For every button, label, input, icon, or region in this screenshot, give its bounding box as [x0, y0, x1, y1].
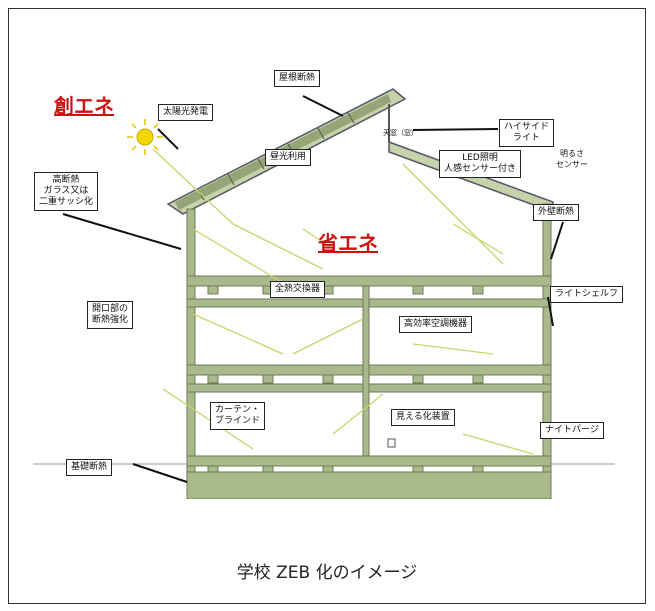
label-visualize: 見える化装置	[391, 409, 455, 426]
foundation	[186, 471, 552, 499]
label-opening-line1: 開口部の	[92, 304, 129, 314]
label-opening-line2: 断熱強化	[92, 315, 129, 325]
label-high-side-light: ハイサイド ライト	[499, 119, 554, 147]
label-wall-insulation: 外壁断熱	[533, 204, 580, 221]
label-opening-insulation: 開口部の 断熱強化	[87, 301, 134, 329]
figure-caption: 学校 ZEB 化のイメージ	[236, 563, 418, 583]
create-energy-headline: 創エネ	[54, 94, 114, 118]
label-light-guide: 昼光利用	[265, 149, 312, 166]
label-daylight-sensor: 明るさ センサー	[552, 146, 592, 172]
partition	[362, 285, 370, 457]
leader-lines	[62, 95, 574, 483]
beams	[207, 285, 484, 473]
label-curtain-blind: カーテン・ ブラインド	[210, 402, 266, 430]
label-hvac: 高効率空調機器	[399, 316, 473, 333]
label-low-e-line1: 高断熱	[52, 175, 80, 185]
label-led: LED照明 人感センサー付き	[439, 150, 522, 178]
slab-3f	[186, 275, 552, 287]
label-low-e-line3: 二重サッシ化	[39, 197, 94, 207]
label-foundation-insulation: 基礎断熱	[66, 459, 113, 476]
label-low-e-glass: 高断熱 ガラス又は 二重サッシ化	[34, 172, 99, 211]
sun	[127, 119, 163, 155]
save-energy-headline: 省エネ	[318, 231, 378, 255]
label-solar-power: 太陽光発電	[158, 104, 214, 121]
school-zeb-diagram: 創エネ 省エネ 屋根断熱 太陽光発電 天窓（窓） ハイサイド ライト 昼光利用 …	[33, 54, 624, 499]
label-curtain-line2: ブラインド	[215, 416, 261, 426]
label-curtain-line1: カーテン・	[215, 405, 261, 415]
label-night-purge: ナイトパージ	[540, 422, 604, 439]
label-led-line2: 人感センサー付き	[444, 164, 517, 174]
slab-1f	[186, 455, 552, 467]
visualizer-device	[387, 438, 396, 448]
airflow-arrows	[152, 148, 534, 455]
figure-frame: 創エネ 省エネ 屋根断熱 太陽光発電 天窓（窓） ハイサイド ライト 昼光利用 …	[8, 8, 646, 604]
label-high-side-light-line2: ライト	[512, 133, 540, 143]
wall-right	[542, 203, 552, 499]
label-daylight-sensor-line1: 明るさ	[560, 149, 584, 158]
wall-left	[186, 208, 196, 499]
label-total-heat-exchanger: 全熱交換器	[270, 281, 326, 298]
label-led-line1: LED照明	[462, 153, 498, 163]
label-low-e-line2: ガラス又は	[43, 186, 89, 196]
label-skylight: 天窓（窓）	[383, 129, 418, 137]
label-high-side-light-line1: ハイサイド	[504, 122, 549, 132]
label-roof-insulation: 屋根断熱	[274, 70, 321, 87]
label-daylight-sensor-line2: センサー	[556, 160, 588, 169]
label-light-shelf: ライトシェルフ	[550, 286, 624, 303]
